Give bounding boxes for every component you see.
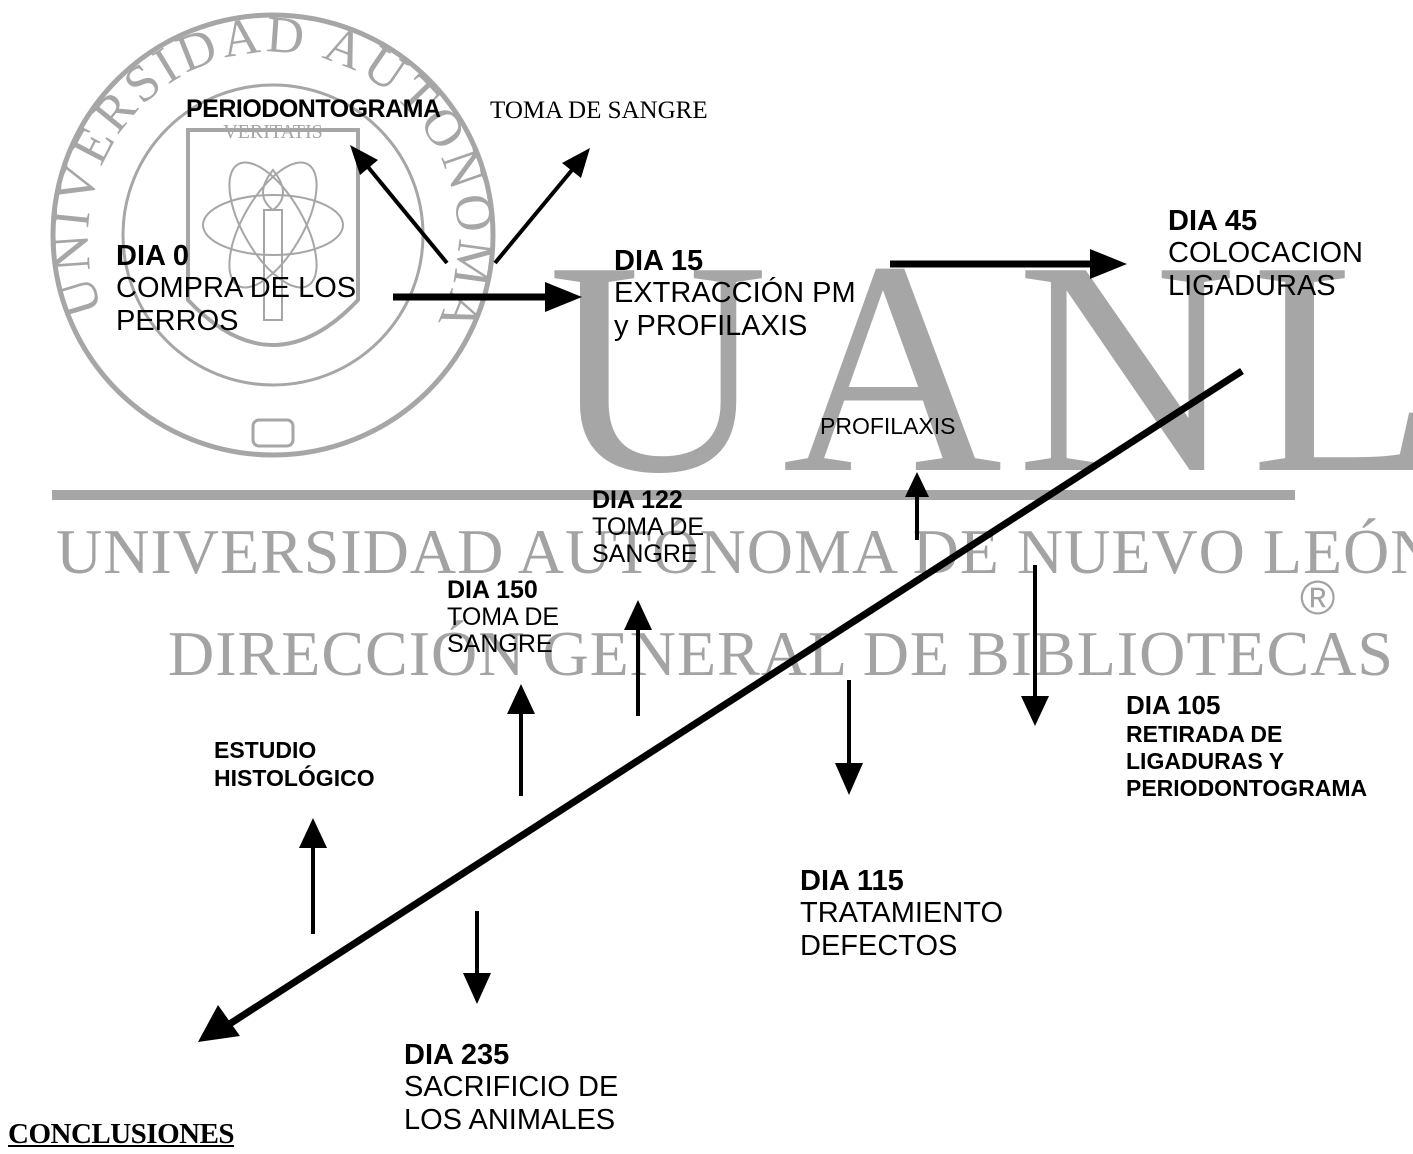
- event-dia-235-line1: SACRIFICIO DE: [404, 1071, 619, 1104]
- timeline-diagonal: [226, 368, 1244, 1028]
- event-dia-15: DIA 15 EXTRACCIÓN PM y PROFILAXIS: [614, 245, 856, 342]
- university-seal-watermark: UNIVERSIDAD AUTONOMA DE NUEVO LEON VERIT…: [48, 10, 498, 458]
- label-periodontograma: PERIODONTOGRAMA: [186, 95, 441, 123]
- event-estudio-histologico: ESTUDIO HISTOLÓGICO: [214, 736, 375, 792]
- event-dia-45-line1: COLOCACION: [1168, 237, 1363, 270]
- watermark-rule: [52, 490, 1295, 500]
- event-dia-0-day: DIA 0: [116, 240, 190, 272]
- event-dia-15-line1: EXTRACCIÓN PM: [614, 277, 856, 310]
- label-toma-de-sangre-top: TOMA DE SANGRE: [490, 97, 708, 124]
- watermark-library-name: DIRECCIÓN GENERAL DE BIBLIOTECAS: [168, 618, 1394, 689]
- registered-mark: ®: [1300, 572, 1336, 625]
- event-dia-105-line3: PERIODONTOGRAMA: [1126, 774, 1368, 801]
- arrowhead-profilaxis: [905, 472, 929, 497]
- arrowhead-dia15: [545, 282, 582, 312]
- event-dia-122: DIA 122 TOMA DE SANGRE: [592, 487, 704, 568]
- event-dia-45: DIA 45 COLOCACION LIGADURAS: [1168, 205, 1363, 302]
- event-dia-115-line1: TRATAMIENTO: [800, 897, 1003, 930]
- event-dia-105-line2: LIGADURAS Y: [1126, 747, 1285, 774]
- arrowhead-dia45: [1090, 249, 1127, 279]
- event-dia-150-line2: SANGRE: [447, 630, 553, 658]
- event-dia-15-day: DIA 15: [614, 245, 704, 277]
- event-dia-45-day: DIA 45: [1168, 205, 1258, 237]
- watermark-university-name: UNIVERSIDAD AUTÓNOMA DE NUEVO LEÓN: [56, 516, 1413, 587]
- event-dia-115: DIA 115 TRATAMIENTO DEFECTOS: [800, 865, 1003, 962]
- event-dia-0-line1: COMPRA DE LOS: [116, 272, 357, 305]
- event-dia-105-day: DIA 105: [1126, 690, 1221, 720]
- event-dia-235-line2: LOS ANIMALES: [404, 1103, 616, 1136]
- event-dia-0-line2: PERROS: [116, 304, 239, 337]
- event-dia-15-line2: y PROFILAXIS: [614, 309, 808, 342]
- event-profilaxis: PROFILAXIS: [820, 413, 956, 439]
- arrowhead-periodontograma: [350, 145, 378, 175]
- seal-motto: VERITATIS: [223, 121, 323, 143]
- arrowhead-dia105: [1021, 696, 1049, 726]
- event-dia-105: DIA 105 RETIRADA DE LIGADURAS Y PERIODON…: [1126, 690, 1367, 802]
- event-dia-122-line1: TOMA DE: [592, 513, 705, 541]
- event-dia-0: DIA 0 COMPRA DE LOS PERROS: [116, 240, 356, 337]
- arrowhead-estudio: [299, 818, 327, 848]
- event-dia-150-day: DIA 150: [447, 576, 538, 604]
- event-estudio-line2: HISTOLÓGICO: [214, 765, 375, 792]
- event-dia-235-day: DIA 235: [404, 1039, 510, 1071]
- event-dia-105-line1: RETIRADA DE: [1126, 720, 1283, 747]
- event-dia-150-line1: TOMA DE: [447, 603, 560, 631]
- event-dia-115-line2: DEFECTOS: [800, 929, 958, 962]
- timeline-arrowhead: [198, 1005, 240, 1042]
- arrow-to-periodontograma: [366, 165, 449, 265]
- event-dia-235: DIA 235 SACRIFICIO DE LOS ANIMALES: [404, 1039, 618, 1136]
- event-dia-45-line2: LIGADURAS: [1168, 269, 1336, 302]
- arrowhead-dia122: [624, 600, 652, 630]
- arrowhead-toma-sangre: [562, 148, 590, 178]
- event-dia-115-day: DIA 115: [800, 865, 904, 897]
- arrow-to-toma-sangre: [493, 168, 574, 265]
- arrowhead-dia115: [835, 763, 863, 795]
- section-heading-conclusiones: CONCLUSIONES: [8, 1118, 235, 1150]
- event-dia-150: DIA 150 TOMA DE SANGRE: [447, 577, 559, 658]
- event-dia-122-day: DIA 122: [592, 486, 683, 514]
- event-dia-122-line2: SANGRE: [592, 540, 698, 568]
- arrowhead-dia150: [507, 684, 535, 714]
- arrowhead-dia235: [463, 973, 491, 1004]
- event-estudio-line1: ESTUDIO: [214, 737, 317, 763]
